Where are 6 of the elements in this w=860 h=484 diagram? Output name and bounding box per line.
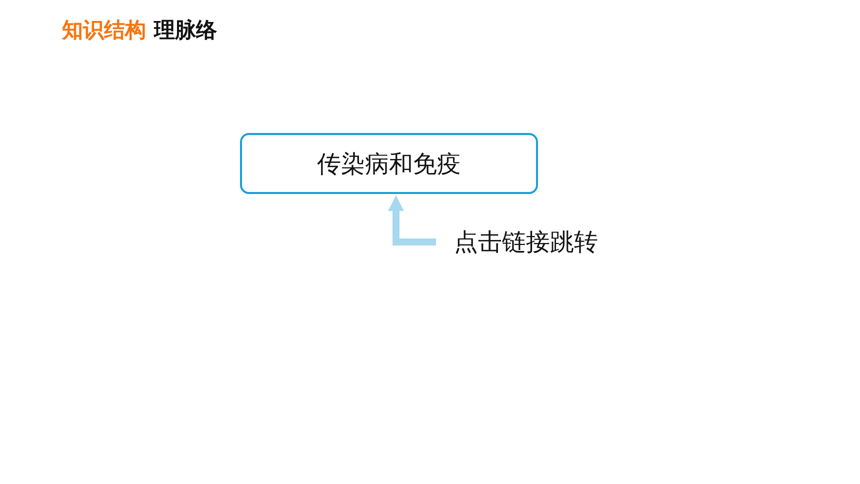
section-title: 知识结构	[62, 17, 146, 44]
section-subtitle: 理脉络	[154, 17, 217, 44]
arrow	[388, 195, 436, 246]
link-hint-text: 点击链接跳转	[454, 227, 598, 258]
topic-box	[240, 133, 538, 194]
topic-title: 传染病和免疫	[317, 148, 461, 180]
